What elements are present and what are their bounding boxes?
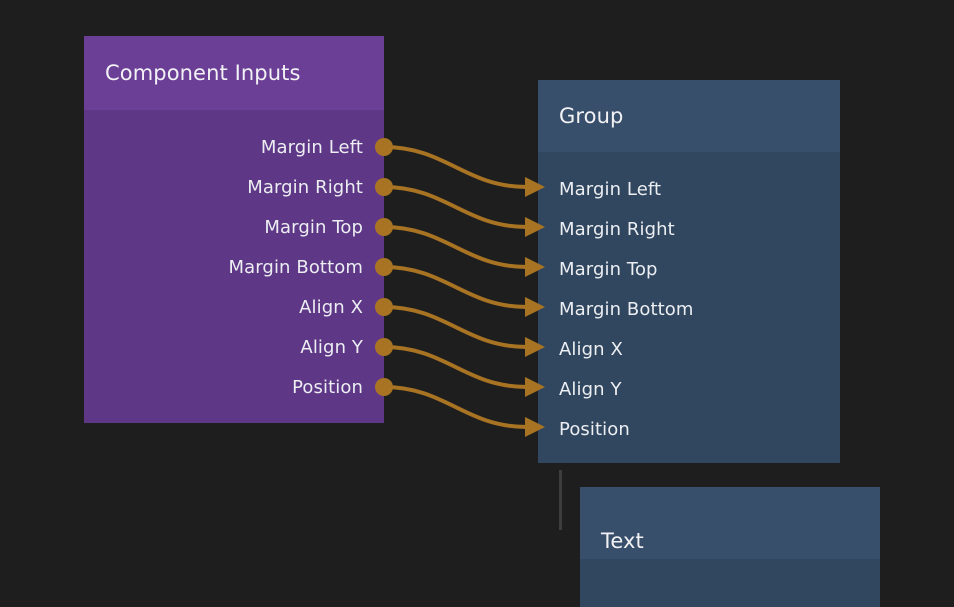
input-port-label: Margin Left <box>559 178 662 200</box>
node-text[interactable]: Text <box>580 487 880 607</box>
connection-wire[interactable] <box>382 225 529 269</box>
output-port-label: Margin Right <box>247 176 363 198</box>
input-port-row[interactable]: Margin Left <box>538 169 840 209</box>
output-port-label: Align Y <box>300 336 363 358</box>
node-group-title: Group <box>559 104 624 128</box>
connection-wire[interactable] <box>382 345 529 389</box>
output-port-row[interactable]: Margin Bottom <box>84 247 384 287</box>
output-port-label: Margin Bottom <box>228 256 363 278</box>
output-port-row[interactable]: Position <box>84 367 384 407</box>
node-component-inputs-body: Margin Left Margin Right Margin Top Marg… <box>84 110 384 407</box>
output-port-row[interactable]: Margin Left <box>84 127 384 167</box>
node-group-body: Margin Left Margin Right Margin Top Marg… <box>538 152 840 449</box>
connection-wire[interactable] <box>382 185 529 229</box>
output-port-row[interactable]: Align Y <box>84 327 384 367</box>
input-port-row[interactable]: Align Y <box>538 369 840 409</box>
node-component-inputs[interactable]: Component Inputs Margin Left Margin Righ… <box>84 36 384 423</box>
connection-wire[interactable] <box>382 305 529 349</box>
hierarchy-stem <box>559 470 562 530</box>
output-port-label: Position <box>292 376 363 398</box>
output-port-label: Align X <box>299 296 363 318</box>
input-port-label: Margin Right <box>559 218 675 240</box>
output-port-label: Margin Top <box>264 216 363 238</box>
input-port-row[interactable]: Margin Bottom <box>538 289 840 329</box>
input-port-row[interactable]: Margin Right <box>538 209 840 249</box>
input-port-row[interactable]: Align X <box>538 329 840 369</box>
input-port-label: Position <box>559 418 630 440</box>
connection-wire[interactable] <box>382 145 529 189</box>
node-text-title: Text <box>601 529 644 553</box>
input-port-label: Align Y <box>559 378 622 400</box>
input-port-row[interactable]: Margin Top <box>538 249 840 289</box>
node-component-inputs-title: Component Inputs <box>105 61 301 85</box>
node-component-inputs-header[interactable]: Component Inputs <box>84 36 384 110</box>
node-group-header[interactable]: Group <box>538 80 840 152</box>
input-port-row[interactable]: Position <box>538 409 840 449</box>
output-port-label: Margin Left <box>260 136 363 158</box>
output-port-row[interactable]: Align X <box>84 287 384 327</box>
output-port-row[interactable]: Margin Right <box>84 167 384 207</box>
output-port-row[interactable]: Margin Top <box>84 207 384 247</box>
input-port-label: Margin Top <box>559 258 658 280</box>
connection-wire[interactable] <box>382 265 529 309</box>
connection-wire[interactable] <box>382 385 529 429</box>
node-text-header[interactable]: Text <box>580 487 880 559</box>
input-port-label: Margin Bottom <box>559 298 694 320</box>
node-group[interactable]: Group Margin Left Margin Right Margin To… <box>538 80 840 463</box>
input-port-label: Align X <box>559 338 623 360</box>
